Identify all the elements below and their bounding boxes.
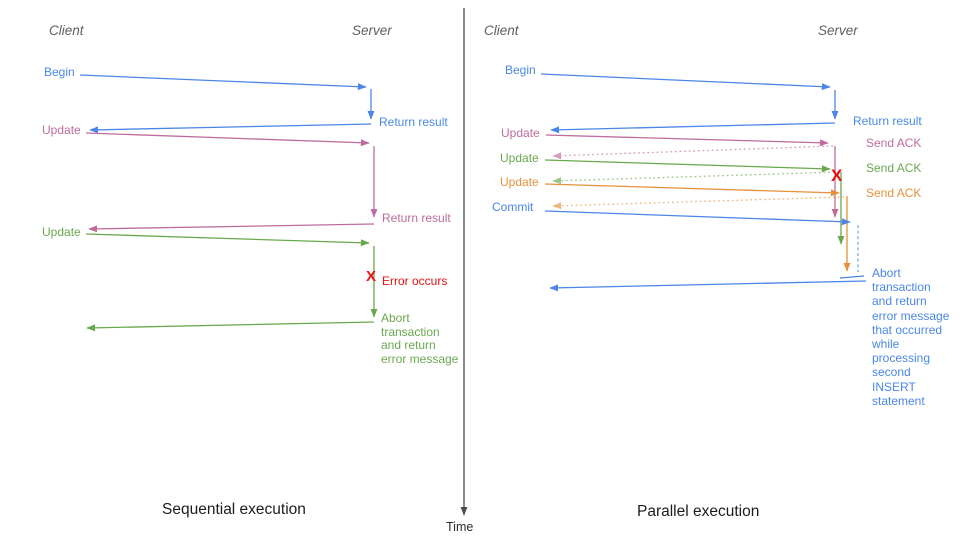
left-update1-return-arrow <box>88 223 375 233</box>
right-ack3-dotted-arrow <box>552 196 845 210</box>
left-update1-request-arrow <box>85 132 370 147</box>
left-return-result-1-label: Return result <box>379 115 448 129</box>
right-begin-request-arrow <box>540 73 831 91</box>
right-server-header: Server <box>818 23 858 38</box>
right-server-tick-line <box>839 275 865 279</box>
right-send-ack-2-label: Send ACK <box>866 161 922 175</box>
time-axis-label: Time <box>446 520 474 534</box>
left-begin-request-arrow <box>79 74 367 91</box>
right-commit-request-arrow <box>544 210 851 226</box>
left-update-2-label: Update <box>42 225 81 239</box>
right-commit-label: Commit <box>492 200 534 214</box>
right-return-result-label: Return result <box>853 114 922 128</box>
right-update2-request-arrow <box>544 159 831 173</box>
left-begin-label: Begin <box>44 65 75 79</box>
right-update1-request-arrow <box>545 134 829 147</box>
left-error-label: Error occurs <box>382 274 448 288</box>
right-error-x-icon: X <box>831 166 843 185</box>
left-client-header: Client <box>49 23 84 38</box>
right-update-2-label: Update <box>500 151 539 165</box>
left-update-1-label: Update <box>42 123 81 137</box>
right-send-ack-1-label: Send ACK <box>866 136 922 150</box>
left-return-result-2-label: Return result <box>382 211 451 225</box>
right-client-header: Client <box>484 23 519 38</box>
right-ack1-dotted-arrow <box>552 145 834 160</box>
left-update2-request-arrow <box>85 233 370 247</box>
right-caption: Parallel execution <box>637 503 760 520</box>
left-server-header: Server <box>352 23 392 38</box>
left-caption: Sequential execution <box>162 501 306 518</box>
left-abort-note: Abort transaction and return error messa… <box>381 311 459 366</box>
right-update-1-label: Update <box>501 126 540 140</box>
right-abort-return-arrow <box>549 280 867 292</box>
left-error-x-icon: X <box>366 268 377 285</box>
left-abort-return-arrow <box>86 321 375 332</box>
right-begin-return-arrow <box>550 122 836 134</box>
right-send-ack-3-label: Send ACK <box>866 186 922 200</box>
right-abort-note: Abort transaction and return error messa… <box>872 266 950 408</box>
right-update3-request-arrow <box>544 183 840 197</box>
right-update-3-label: Update <box>500 175 539 189</box>
left-begin-return-arrow <box>89 123 372 134</box>
right-begin-label: Begin <box>505 63 536 77</box>
right-ack2-dotted-arrow <box>552 171 840 185</box>
